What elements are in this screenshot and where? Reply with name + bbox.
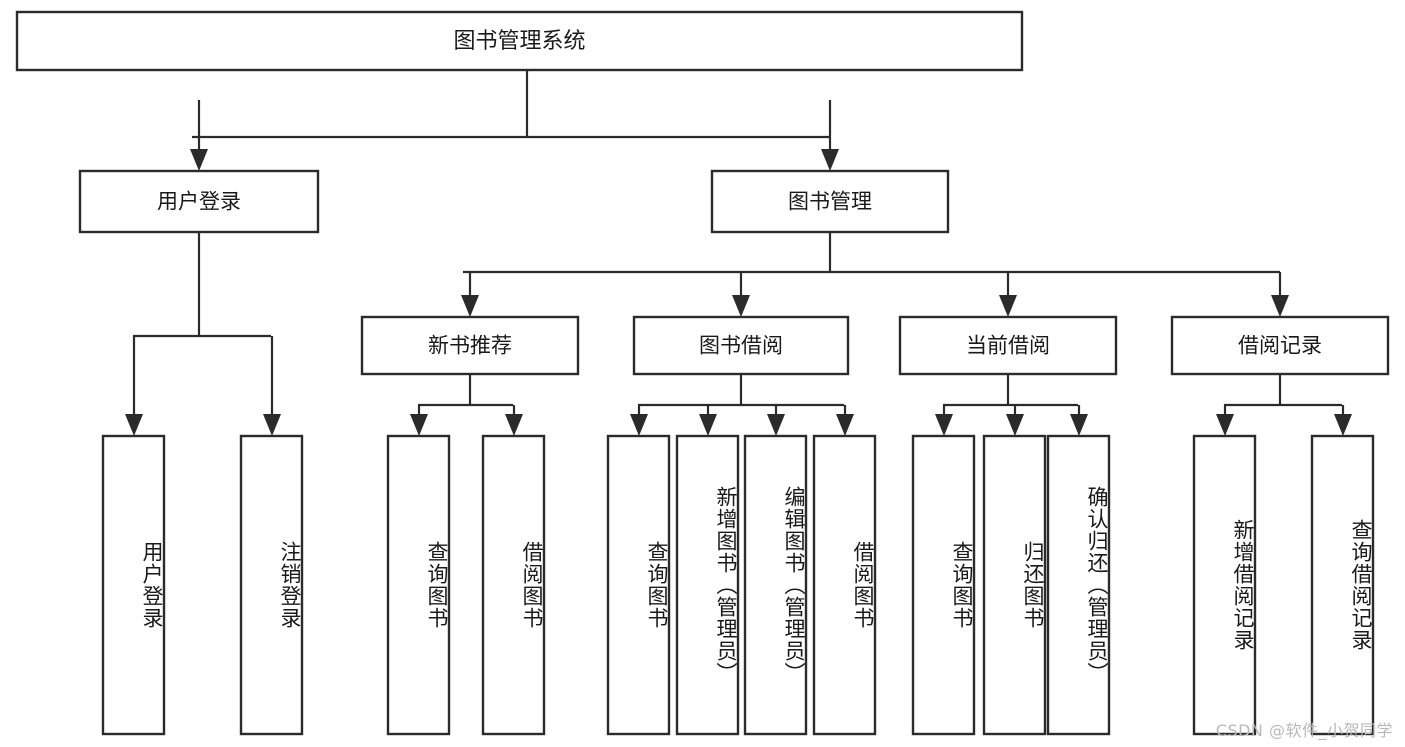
arrow-head-icon [821, 149, 839, 171]
node-box-leaf-borrow-book[interactable] [812, 434, 877, 736]
node-label-root: 图书管理系统 [453, 29, 585, 54]
node-box-leaf-user-login[interactable] [101, 434, 166, 736]
node-box-leaf-query-book-borrow[interactable] [606, 434, 671, 736]
node-box-book-manage[interactable] [710, 169, 950, 234]
node-box-leaf-return-book[interactable] [982, 434, 1047, 736]
arrow-head-icon [125, 414, 143, 436]
node-box-borrow-record[interactable] [1170, 315, 1390, 376]
arrow-head-icon [1334, 414, 1352, 436]
arrow-head-icon [461, 295, 479, 317]
watermark-text: CSDN @软件_小贺同学 [1215, 721, 1393, 740]
node-label-book-borrow: 图书借阅 [699, 334, 783, 358]
arrow-head-icon [935, 414, 953, 436]
arrow-head-icon [699, 414, 717, 436]
node-box-leaf-query-book-rec[interactable] [386, 434, 451, 736]
arrow-head-icon [999, 295, 1017, 317]
node-box-new-book-rec[interactable] [360, 315, 580, 376]
arrow-head-icon [1070, 414, 1088, 436]
node-box-leaf-edit-book[interactable] [743, 434, 808, 736]
node-box-layer [15, 10, 1390, 736]
node-box-leaf-confirm-return[interactable] [1046, 434, 1111, 736]
node-box-current-borrow[interactable] [898, 315, 1118, 376]
arrow-head-icon [505, 414, 523, 436]
node-box-root[interactable] [15, 10, 1024, 72]
node-box-user-login[interactable] [78, 169, 320, 234]
node-label-book-manage: 图书管理 [788, 190, 872, 214]
connector-layer [125, 70, 1352, 436]
arrow-head-icon [1271, 295, 1289, 317]
node-box-leaf-borrow-book-rec[interactable] [481, 434, 546, 736]
arrow-head-icon [767, 414, 785, 436]
node-box-leaf-add-borrow-record[interactable] [1192, 434, 1257, 736]
node-box-book-borrow[interactable] [632, 315, 850, 376]
node-label-new-book-rec: 新书推荐 [428, 334, 512, 358]
node-label-user-login: 用户登录 [157, 190, 241, 214]
node-box-leaf-query-borrow-record[interactable] [1310, 434, 1375, 736]
arrow-head-icon [190, 149, 208, 171]
node-box-leaf-logout[interactable] [239, 434, 304, 736]
arrow-head-icon [410, 414, 428, 436]
arrow-head-icon [1216, 414, 1234, 436]
node-label-borrow-record: 借阅记录 [1238, 334, 1322, 358]
node-label-current-borrow: 当前借阅 [966, 334, 1050, 358]
node-box-leaf-query-book-cur[interactable] [911, 434, 976, 736]
arrow-head-icon [1006, 414, 1024, 436]
arrow-head-icon [732, 295, 750, 317]
arrow-head-icon [263, 414, 281, 436]
arrow-head-icon [836, 414, 854, 436]
node-box-leaf-add-book[interactable] [675, 434, 740, 736]
arrow-head-icon [630, 414, 648, 436]
